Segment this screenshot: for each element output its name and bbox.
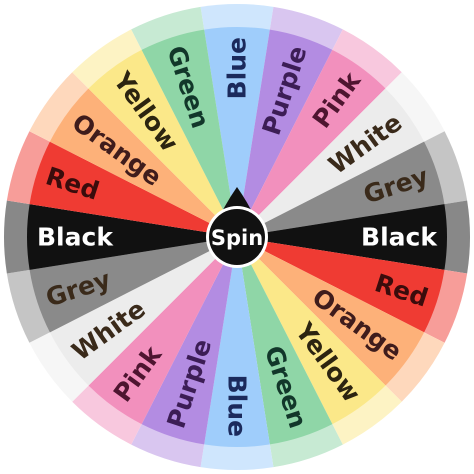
wheel-segment	[27, 204, 237, 270]
wheel-segment	[88, 49, 237, 237]
wheel-segment	[29, 237, 238, 333]
wheel-segment	[237, 237, 445, 333]
wheel-segment	[237, 88, 425, 237]
wheel-segment	[204, 237, 270, 447]
wheel-segment	[88, 237, 237, 425]
spin-button-label[interactable]: Spin	[211, 226, 263, 250]
wheel-segment-label: Black	[361, 223, 438, 252]
wheel-segment	[237, 141, 445, 237]
wheel-segment-label: Blue	[223, 375, 252, 437]
wheel-segment	[237, 49, 386, 237]
wheel-segment	[49, 88, 237, 237]
wheel-segment	[49, 237, 237, 386]
wheel-segment	[204, 27, 270, 238]
wheel-segment	[141, 29, 237, 238]
wheel-segment	[237, 29, 333, 238]
wheel-segments	[4, 4, 470, 470]
spin-button-core[interactable]	[209, 209, 265, 265]
wheel-segment-label: Black	[37, 223, 114, 252]
wheel-segment	[237, 237, 425, 386]
wheel-segment	[237, 237, 386, 425]
wheel-segment-label: Blue	[223, 37, 252, 99]
spin-button[interactable]: Spin	[206, 187, 268, 268]
wheel-segment	[237, 237, 333, 445]
wheel-segment	[141, 237, 237, 445]
wheel-segment	[29, 141, 238, 237]
wheel-segment	[237, 204, 447, 270]
